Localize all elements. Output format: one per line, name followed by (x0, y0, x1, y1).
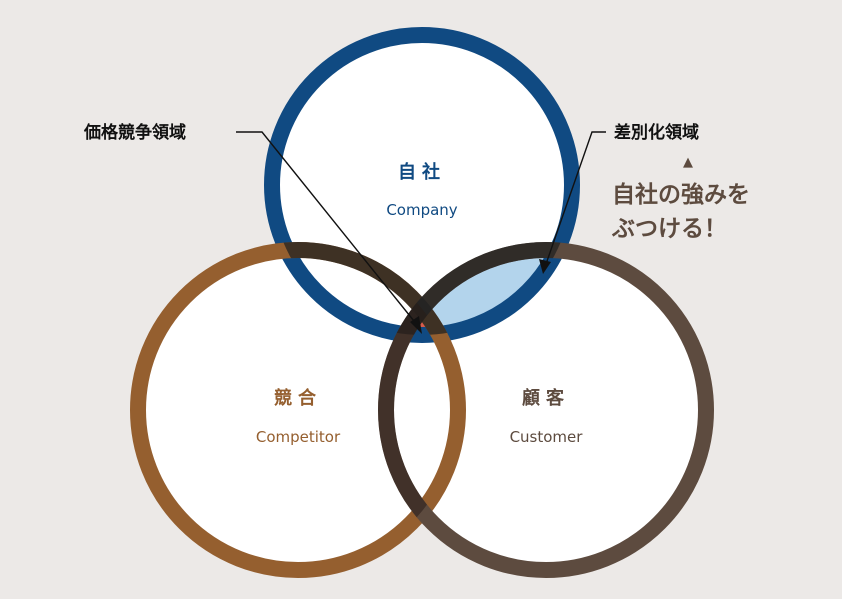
differentiation-leader-line (545, 131, 606, 265)
customer-title: 顧客 (522, 387, 570, 409)
differentiation-label: 差別化領域 (614, 122, 699, 143)
emphasis-line-2: ぶつける！ (611, 216, 727, 242)
price-competition-label: 価格競争領域 (83, 122, 186, 143)
price-competition-leader-line (236, 131, 419, 327)
competitor-title: 競合 (274, 387, 322, 409)
competitor-subtitle: Competitor (256, 428, 341, 446)
differentiation-arrowhead (539, 259, 551, 274)
customer-subtitle: Customer (510, 428, 584, 446)
company-ring (264, 27, 580, 343)
company-title: 自社 (398, 161, 446, 183)
price-competition-arrowhead (410, 316, 422, 334)
emphasis-line-1: 自社の強みを (612, 181, 750, 208)
company-subtitle: Company (386, 201, 457, 219)
differentiation-marker: ▲ (683, 155, 693, 170)
